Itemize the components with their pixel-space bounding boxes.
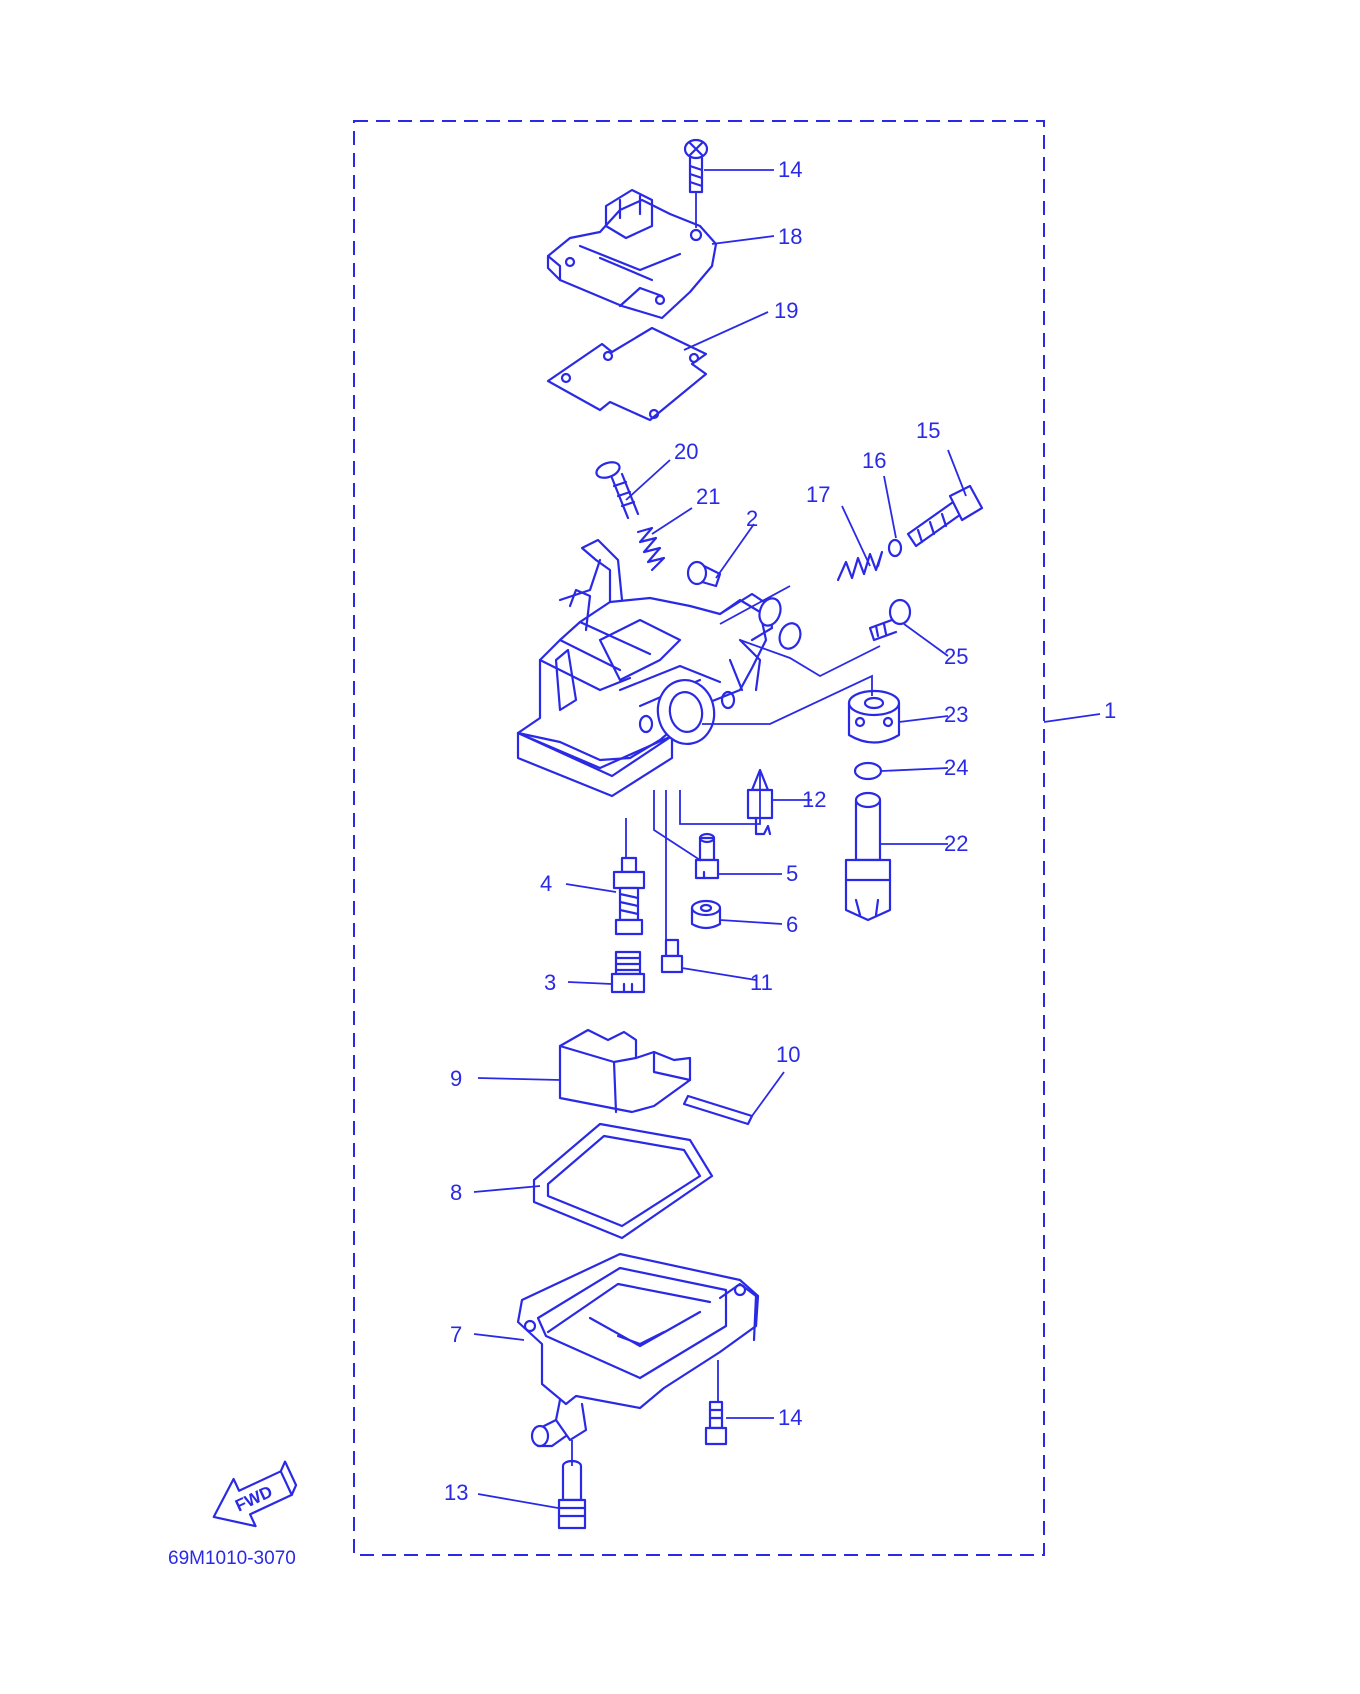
part-20-screw xyxy=(595,461,640,520)
part-7-float-bowl xyxy=(516,1252,760,1448)
callout-7: 7 xyxy=(450,1322,462,1347)
callout-17: 17 xyxy=(806,482,830,507)
leader-lines xyxy=(473,169,1101,1509)
callout-10: 10 xyxy=(776,1042,800,1067)
callout-25: 25 xyxy=(944,644,968,669)
part-11-screw xyxy=(660,938,684,974)
callout-6: 6 xyxy=(786,912,798,937)
callout-11: 11 xyxy=(750,970,773,995)
part-16-o-ring xyxy=(887,538,903,558)
part-3-main-jet xyxy=(610,950,646,994)
assembly-guide-lines xyxy=(571,192,881,1466)
callout-16: 16 xyxy=(862,448,886,473)
callout-14-bottom: 14 xyxy=(778,1405,802,1430)
part-2-screw xyxy=(686,560,722,588)
fwd-direction-arrow: FWD xyxy=(212,1460,298,1528)
callout-15: 15 xyxy=(916,418,940,443)
part-9-float xyxy=(558,1028,692,1114)
callout-21: 21 xyxy=(696,484,720,509)
part-4-main-nozzle xyxy=(612,856,646,936)
part-14-screw-top xyxy=(683,138,709,194)
part-17-spring xyxy=(836,550,884,582)
callout-22: 22 xyxy=(944,831,968,856)
carburetor-body xyxy=(516,538,802,798)
part-23-cap xyxy=(847,689,901,744)
part-24-o-ring xyxy=(853,761,883,781)
callout-19: 19 xyxy=(774,298,798,323)
part-18-cover xyxy=(546,188,718,320)
callout-23: 23 xyxy=(944,702,968,727)
callout-14-top: 14 xyxy=(778,157,802,182)
part-8-gasket xyxy=(532,1122,714,1240)
drawing-code: 69M1010-3070 xyxy=(168,1548,296,1569)
callout-24: 24 xyxy=(944,755,968,780)
assembly-frame xyxy=(353,120,1045,1556)
part-10-float-pin xyxy=(682,1094,754,1126)
callout-13: 13 xyxy=(444,1480,468,1505)
part-5-pilot-jet xyxy=(694,832,720,880)
callout-2: 2 xyxy=(746,506,758,531)
callout-4: 4 xyxy=(540,871,552,896)
part-19-gasket xyxy=(546,326,708,422)
callout-1: 1 xyxy=(1104,698,1116,723)
part-25-screw xyxy=(868,598,912,642)
part-6-plug xyxy=(690,899,722,930)
callout-5: 5 xyxy=(786,861,798,886)
callout-9: 9 xyxy=(450,1066,462,1091)
callout-12: 12 xyxy=(802,787,826,812)
part-21-spring xyxy=(636,526,666,572)
part-13-drain-screw xyxy=(557,1459,587,1530)
callout-18: 18 xyxy=(778,224,802,249)
callout-8: 8 xyxy=(450,1180,462,1205)
part-22-plunger xyxy=(844,791,892,922)
part-14-screw-bottom xyxy=(704,1400,728,1446)
callout-20: 20 xyxy=(674,439,698,464)
part-15-idle-screw xyxy=(906,484,984,548)
callout-3: 3 xyxy=(544,970,556,995)
